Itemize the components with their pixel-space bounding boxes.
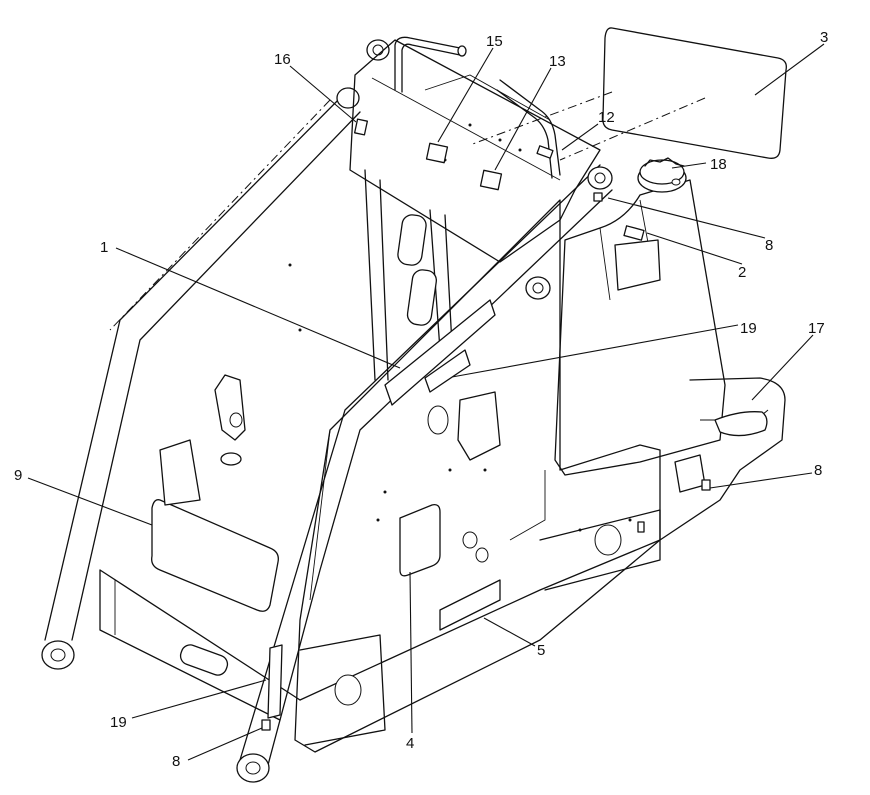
callout-8-front: 8 xyxy=(172,753,180,770)
callout-9: 9 xyxy=(14,467,22,484)
decal-12 xyxy=(536,145,554,159)
decal-19-lower xyxy=(267,644,283,719)
right-side-plate xyxy=(294,199,661,753)
lower-frame xyxy=(99,569,301,721)
right-lift-arm xyxy=(239,164,613,766)
decal-3 xyxy=(602,27,787,159)
decal-8-front xyxy=(261,719,271,731)
decal-9 xyxy=(151,499,279,612)
callout-8-rear: 8 xyxy=(814,462,822,479)
callout-19-lower: 19 xyxy=(110,714,127,731)
callout-19-upper: 19 xyxy=(740,320,757,337)
decal-5 xyxy=(439,579,501,631)
callout-15: 15 xyxy=(486,33,503,50)
decal-19-upper xyxy=(424,349,471,393)
callout-2: 2 xyxy=(738,264,746,281)
callout-16: 16 xyxy=(274,51,291,68)
decal-17 xyxy=(714,411,768,437)
callout-13: 13 xyxy=(549,53,566,70)
callout-1: 1 xyxy=(100,239,108,256)
decal-16 xyxy=(354,118,368,136)
decal-8-rear xyxy=(701,479,711,491)
decal-8-tank xyxy=(593,192,603,202)
decal-1 xyxy=(384,299,496,406)
callout-12: 12 xyxy=(598,109,615,126)
filler-cap-18 xyxy=(637,157,687,193)
decal-15 xyxy=(425,142,449,164)
callout-8-tank: 8 xyxy=(765,237,773,254)
callout-4: 4 xyxy=(406,735,414,752)
handle-left xyxy=(394,36,461,91)
decal-4 xyxy=(399,504,441,577)
handle-right xyxy=(499,79,561,176)
callout-3: 3 xyxy=(820,29,828,46)
callout-18: 18 xyxy=(710,156,727,173)
rear-deck xyxy=(659,377,786,541)
callout-labels: 1 2 3 4 5 8 8 8 9 12 13 15 16 17 18 19 1… xyxy=(14,29,828,770)
leader-lines xyxy=(27,43,825,761)
tank xyxy=(554,179,726,476)
tower-plate xyxy=(349,39,601,263)
callout-17: 17 xyxy=(808,320,825,337)
decal-2 xyxy=(623,225,645,241)
decal-13 xyxy=(479,169,503,191)
lower-frame-front xyxy=(299,539,661,701)
callout-5: 5 xyxy=(537,642,545,659)
